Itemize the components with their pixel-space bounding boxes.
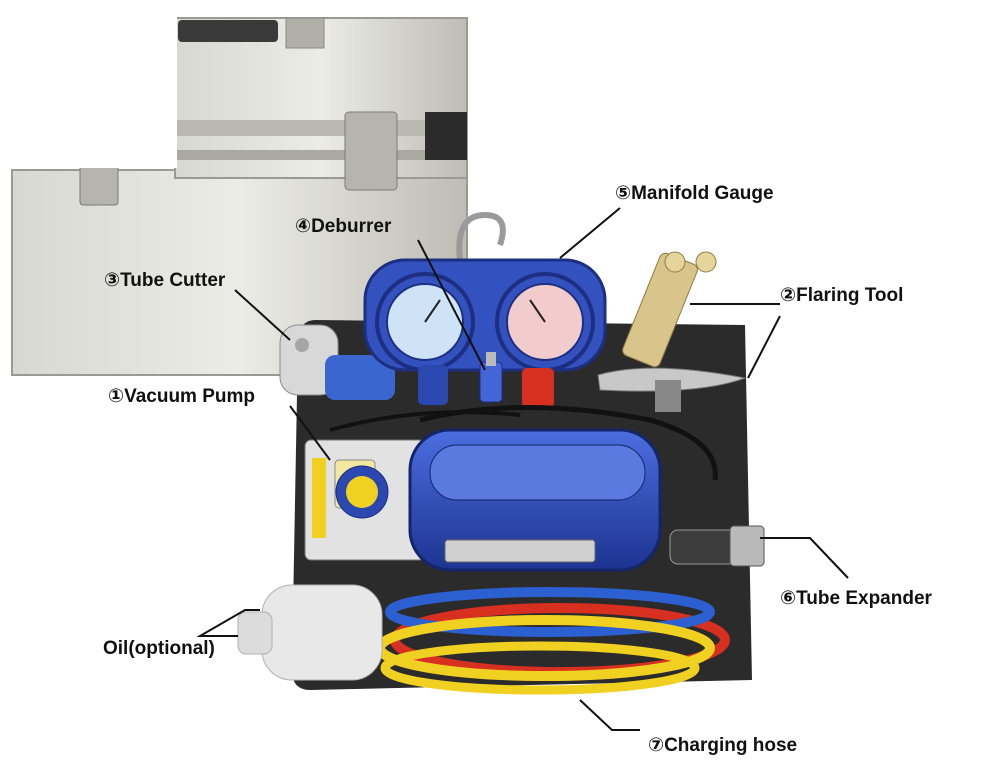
label-oil: Oil(optional) [103, 638, 215, 659]
deburrer [479, 352, 503, 403]
label-tube-cutter: ③Tube Cutter [104, 270, 226, 291]
oil-bottle [237, 584, 383, 681]
label-charging-hose: ⑦Charging hose [648, 735, 798, 756]
flaring-tool [597, 251, 747, 412]
label-flaring-tool: ②Flaring Tool [780, 285, 904, 306]
label-vacuum-pump: ①Vacuum Pump [108, 386, 256, 407]
tube-cutter [279, 324, 395, 400]
aluminum-case [0, 0, 468, 376]
leader-lines [196, 207, 849, 731]
vacuum-pump [304, 405, 718, 572]
label-tube-expander: ⑥Tube Expander [780, 588, 932, 609]
label-deburrer: ④Deburrer [295, 216, 392, 237]
manifold-gauge [363, 211, 607, 408]
label-manifold-gauge: ⑤Manifold Gauge [615, 183, 774, 204]
tube-expander [669, 525, 765, 567]
case-latch [344, 111, 398, 191]
case-handle [178, 20, 278, 42]
